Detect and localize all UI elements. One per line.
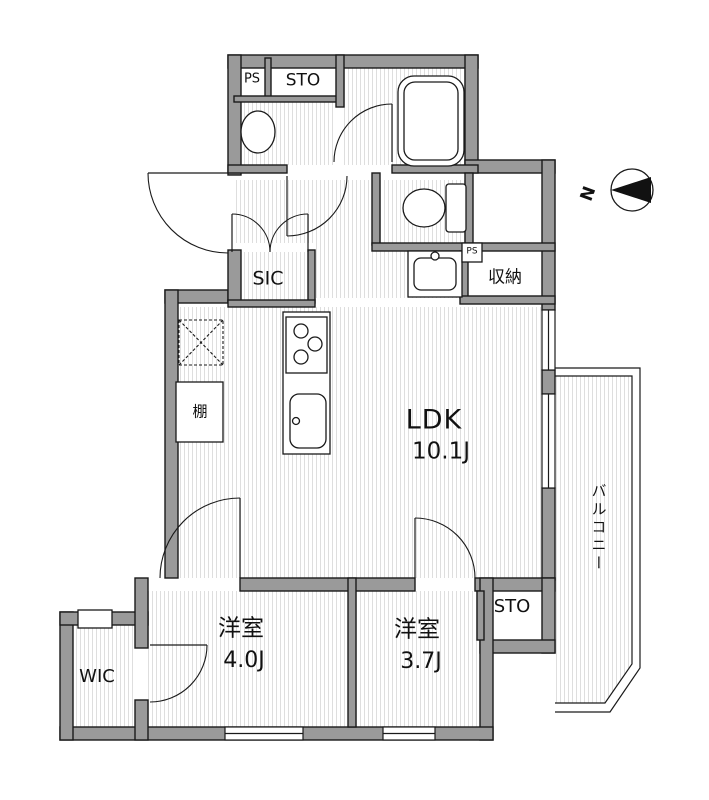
doors xyxy=(147,103,476,703)
washbasin-sink xyxy=(240,110,276,154)
label-bedroom-east: 洋室 xyxy=(394,616,440,643)
washing-machine-pan xyxy=(407,250,463,298)
label-bedroom-west: 洋室 xyxy=(218,615,264,642)
toilet xyxy=(402,183,467,233)
windows xyxy=(224,309,556,741)
label-balcony: バルコニー xyxy=(589,483,608,573)
label-bedroom-east-size: 3.7J xyxy=(400,649,442,674)
wic-pipe-box xyxy=(77,609,113,629)
label-shelf: 棚 xyxy=(192,402,208,421)
label-ldk-size: 10.1J xyxy=(412,438,470,465)
label-sto-right: STO xyxy=(493,596,531,617)
entrance-door xyxy=(147,172,229,254)
label-sto-top: STO xyxy=(285,70,321,91)
label-wic: WIC xyxy=(79,666,115,687)
bedroom-west-door xyxy=(159,497,241,579)
sic-double-doors xyxy=(231,213,309,253)
kitchen-counter xyxy=(282,311,331,455)
label-closet: 収納 xyxy=(488,267,522,288)
bathroom-door xyxy=(333,103,393,163)
wic-door xyxy=(149,644,208,703)
compass xyxy=(610,168,654,212)
kitchen-faucet xyxy=(291,416,301,426)
walls xyxy=(59,54,556,741)
shelf-box xyxy=(175,381,224,443)
stove-burner xyxy=(293,323,309,339)
ps-small-box xyxy=(461,242,483,263)
label-ldk: LDK xyxy=(405,404,463,436)
fixtures xyxy=(77,75,483,629)
compass-needle xyxy=(611,177,651,203)
balcony-railing xyxy=(555,367,641,713)
refrigerator-space xyxy=(178,319,224,366)
label-bedroom-west-size: 4.0J xyxy=(223,648,265,673)
label-ps-small: PS xyxy=(466,246,478,257)
stove-burner xyxy=(293,349,309,365)
stove-burner xyxy=(307,336,323,352)
kitchen-sink xyxy=(289,393,327,449)
hall-door xyxy=(286,175,348,237)
bathtub xyxy=(397,75,465,167)
label-sic: SIC xyxy=(252,267,284,290)
label-ps-top: PS xyxy=(243,71,261,87)
bedroom-east-door xyxy=(414,517,476,579)
